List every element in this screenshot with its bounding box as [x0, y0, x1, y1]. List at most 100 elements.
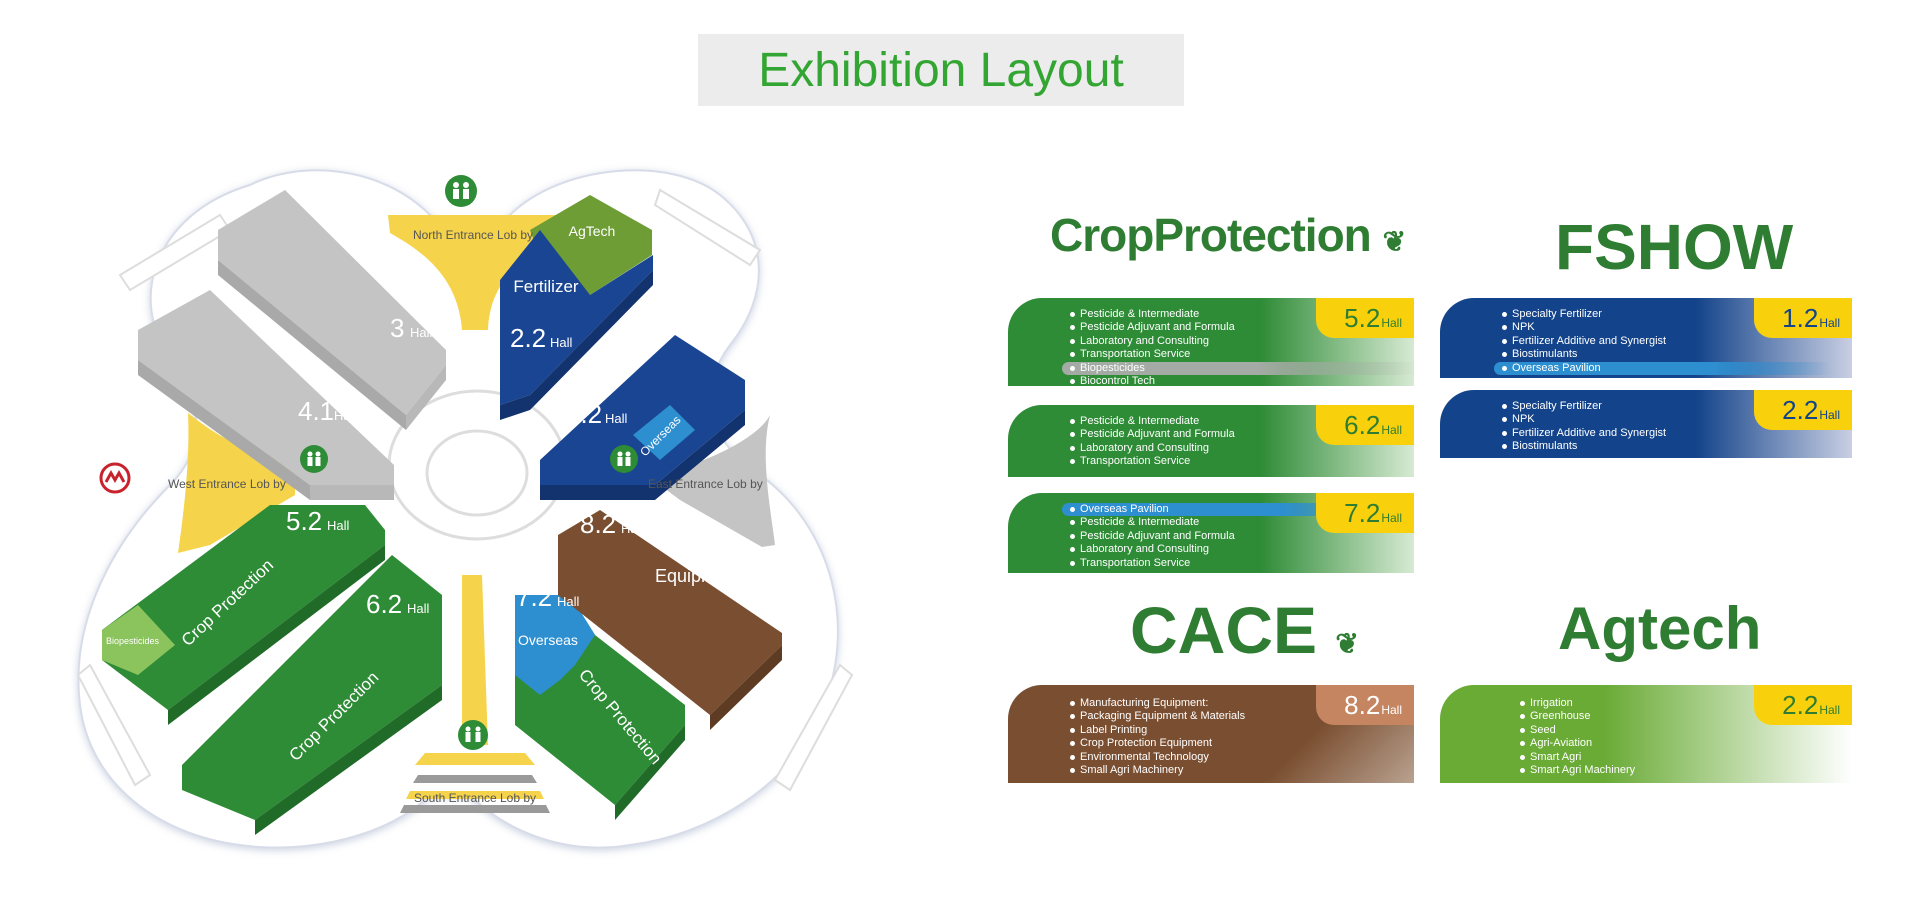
- rail-ne: [653, 188, 762, 267]
- hall-tag-number: 8.2: [1344, 690, 1381, 720]
- list-item: Irrigation: [1520, 697, 1635, 710]
- metro-icon: [99, 462, 131, 494]
- card-fertilizer-hall-2-2-list: Specialty Fertilizer NPK Fertilizer Addi…: [1502, 400, 1666, 454]
- card-hall-7-2-list: Overseas Pavilion Pesticide & Intermedia…: [1062, 503, 1400, 570]
- hall-5-2[interactable]: [102, 505, 385, 725]
- card-hall-7-2[interactable]: Overseas Pavilion Pesticide & Intermedia…: [1008, 493, 1414, 573]
- list-item: Agri-Aviation: [1520, 737, 1635, 750]
- list-item: Pesticide Adjuvant and Formula: [1070, 321, 1414, 334]
- list-item: Pesticide Adjuvant and Formula: [1070, 428, 1235, 441]
- agtech-logo: Agtech: [1558, 594, 1761, 663]
- biopesticides-zone[interactable]: [102, 605, 175, 675]
- overseas-zone-1-2[interactable]: [633, 405, 695, 460]
- hall-tag-unit: Hall: [1381, 703, 1402, 717]
- hall-7-2[interactable]: [515, 595, 685, 820]
- hall-6-2-number: 6.2: [366, 589, 402, 619]
- list-item: Crop Protection Equipment: [1070, 737, 1245, 750]
- crop-protection-logo-text: CropProtection: [1050, 209, 1372, 261]
- hall-tag-number: 2.2: [1782, 395, 1819, 425]
- hall-7-2-sub-label: Overseas: [518, 632, 578, 648]
- south-lobby: [462, 575, 488, 745]
- hall-tag-unit: Hall: [1819, 316, 1840, 330]
- list-item: Environmental Technology: [1070, 751, 1245, 764]
- list-item: Laboratory and Consulting: [1070, 442, 1235, 455]
- hall-1-2[interactable]: [540, 335, 745, 500]
- hall-7-2-unit: Hall: [557, 594, 580, 609]
- hall-5-2-number: 5.2: [286, 506, 322, 536]
- cace-logo-text: CACE: [1130, 593, 1318, 667]
- hall-tag: 2.2 Hall: [1754, 685, 1852, 725]
- card-hall-5-2[interactable]: Pesticide & Intermediate Pesticide Adjuv…: [1008, 298, 1414, 386]
- hall-3-number: 3: [390, 313, 404, 343]
- hall-tag-number: 5.2: [1344, 303, 1381, 333]
- hall-8-2-label: Equipment: [655, 566, 741, 586]
- hall-6-2[interactable]: [182, 555, 442, 835]
- list-item: Transportation Service: [1070, 557, 1400, 570]
- hall-tag-unit: Hall: [1381, 511, 1402, 525]
- hall-8-2-number: 8.2: [580, 509, 616, 539]
- rail-se: [773, 663, 854, 792]
- south-lobby-label: South Entrance Lob by: [414, 791, 536, 805]
- hall-tag-number: 6.2: [1344, 410, 1381, 440]
- west-lobby: [178, 413, 295, 553]
- card-hall-6-2-list: Pesticide & Intermediate Pesticide Adjuv…: [1070, 415, 1235, 469]
- list-item: Pesticide & Intermediate: [1070, 308, 1414, 321]
- list-item: Specialty Fertilizer: [1502, 308, 1832, 321]
- card-cace-hall-8-2-list: Manufacturing Equipment: Packaging Equip…: [1070, 697, 1245, 777]
- card-agtech-hall-2-2-list: Irrigation Greenhouse Seed Agri-Aviation…: [1520, 697, 1635, 777]
- hall-4-1-unit: Hall: [334, 408, 357, 423]
- hall-8-2[interactable]: [558, 510, 782, 730]
- list-item: Laboratory and Consulting: [1070, 335, 1414, 348]
- hall-tag: 1.2 Hall: [1754, 298, 1852, 338]
- people-icon: [610, 445, 638, 473]
- page-title-box: Exhibition Layout: [698, 34, 1184, 106]
- hall-4-1[interactable]: [138, 290, 394, 500]
- card-cace-hall-8-2[interactable]: Manufacturing Equipment: Packaging Equip…: [1008, 685, 1414, 783]
- rail-sw: [76, 663, 152, 787]
- list-item: Specialty Fertilizer: [1502, 400, 1666, 413]
- agtech-logo-text: Agtech: [1558, 595, 1762, 662]
- agtech-label: AgTech: [569, 223, 616, 239]
- hall-8-2-unit: Hall: [621, 521, 644, 536]
- hall-5-2-unit: Hall: [327, 518, 350, 533]
- list-item: Fertilizer Additive and Synergist: [1502, 427, 1666, 440]
- list-item: Transportation Service: [1070, 455, 1235, 468]
- north-lobby-label: North Entrance Lob by: [413, 228, 533, 242]
- fshow-logo: FSHOW: [1555, 210, 1793, 284]
- card-fertilizer-hall-1-2[interactable]: Specialty Fertilizer NPK Fertilizer Addi…: [1440, 298, 1852, 378]
- hall-4-1-number: 4.1: [298, 396, 334, 426]
- north-lobby: [388, 215, 565, 330]
- west-lobby-label: West Entrance Lob by: [168, 477, 286, 491]
- exhibition-map: North Entrance Lob by West Entrance Lob …: [76, 169, 854, 849]
- list-item: Biopesticides: [1062, 361, 1414, 376]
- hall-3[interactable]: [218, 190, 446, 430]
- hall-tag-unit: Hall: [1819, 408, 1840, 422]
- card-agtech-hall-2-2[interactable]: Irrigation Greenhouse Seed Agri-Aviation…: [1440, 685, 1852, 783]
- hall-tag-unit: Hall: [1381, 423, 1402, 437]
- list-item: Smart Agri Machinery: [1520, 764, 1635, 777]
- people-icon: [458, 720, 488, 750]
- hall-1-2-label: Fertilizer: [664, 318, 730, 337]
- hall-2-2-label: Fertilizer: [513, 277, 579, 296]
- crop-protection-logo: CropProtection ❦: [1050, 208, 1406, 262]
- list-item: Overseas Pavilion: [1062, 503, 1400, 517]
- card-fertilizer-hall-2-2[interactable]: Specialty Fertilizer NPK Fertilizer Addi…: [1440, 390, 1852, 458]
- overseas-zone-7-2[interactable]: [515, 595, 595, 695]
- people-icon: [445, 175, 477, 207]
- list-item: Biostimulants: [1502, 440, 1666, 453]
- list-item: Greenhouse: [1520, 710, 1635, 723]
- list-item: Biocontrol Tech: [1070, 375, 1414, 386]
- hall-6-2-unit: Hall: [407, 601, 430, 616]
- hall-tag: 2.2 Hall: [1754, 390, 1852, 430]
- east-lobby: [660, 415, 775, 547]
- hall-tag: 7.2 Hall: [1316, 493, 1414, 533]
- hall-tag-unit: Hall: [1819, 703, 1840, 717]
- hall-2-2-number: 2.2: [510, 323, 546, 353]
- page-title: Exhibition Layout: [758, 43, 1124, 97]
- hall-tag-number: 2.2: [1782, 690, 1819, 720]
- card-fertilizer-hall-1-2-list: Specialty Fertilizer NPK Fertilizer Addi…: [1494, 308, 1832, 376]
- east-lobby-label: East Entrance Lob by: [648, 477, 763, 491]
- list-item: Small Agri Machinery: [1070, 764, 1245, 777]
- hall-2-2[interactable]: [500, 230, 653, 420]
- card-hall-6-2[interactable]: Pesticide & Intermediate Pesticide Adjuv…: [1008, 405, 1414, 477]
